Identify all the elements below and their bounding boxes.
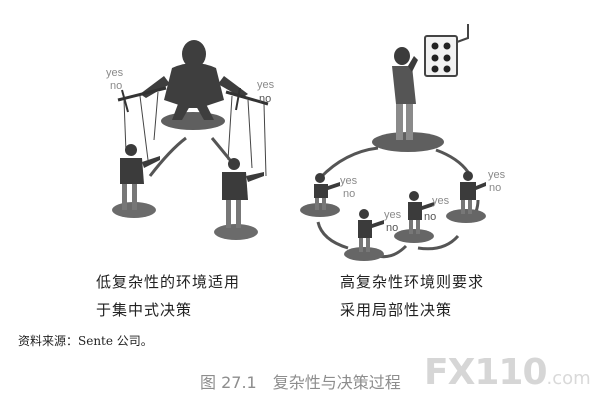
left-caption: 低复杂性的环境适用 于集中式决策 — [96, 268, 240, 324]
no-label: no — [110, 80, 122, 92]
no-label: no — [259, 93, 271, 105]
network-links — [316, 146, 480, 259]
yes-label: yes — [257, 79, 275, 91]
puppet-master-illustration: yes no yes no — [106, 40, 275, 240]
no-label: no — [386, 222, 398, 234]
right-caption: 高复杂性环境则要求 采用局部性决策 — [340, 268, 484, 324]
master-platform — [161, 112, 225, 130]
no-label: no — [343, 188, 355, 200]
yes-label: yes — [432, 195, 450, 207]
control-panel-icon — [424, 24, 469, 77]
watermark-brand: FX110 — [424, 352, 547, 393]
puppet-figure-icon — [214, 158, 264, 240]
puppet-strings — [123, 91, 267, 177]
local-decision-figure-icon — [300, 173, 340, 217]
right-caption-line: 采用局部性决策 — [340, 301, 453, 319]
central-platform — [372, 132, 444, 152]
yes-label: yes — [106, 67, 124, 79]
right-caption-line: 高复杂性环境则要求 — [340, 273, 485, 291]
figure-caption: 图 27.1 复杂性与决策过程 — [200, 369, 417, 393]
local-decision-figure-icon — [344, 209, 384, 261]
central-figure-icon — [392, 47, 418, 140]
link-curve — [148, 136, 187, 177]
left-caption-line: 于集中式决策 — [96, 301, 193, 319]
left-control-bar — [117, 86, 167, 102]
local-decision-figure-icon — [394, 191, 434, 243]
watermark-domain: .com — [546, 368, 591, 389]
no-label: no — [489, 182, 501, 194]
figure-title: 复杂性与决策过程 — [272, 373, 401, 392]
link-curve — [210, 137, 232, 161]
yes-label: yes — [488, 169, 506, 181]
network-illustration: yes no yes no yes no yes no — [300, 24, 506, 261]
yes-label: yes — [340, 175, 358, 187]
watermark-logo: FX110.com — [424, 352, 591, 393]
left-caption-line: 低复杂性的环境适用 — [96, 273, 241, 291]
yes-label: yes — [384, 209, 402, 221]
master-figure-icon — [140, 40, 248, 120]
source-note: 资料来源：Sente 公司。 — [18, 334, 153, 348]
figure-number: 图 27.1 — [200, 373, 257, 392]
no-label: no — [424, 211, 436, 223]
local-decision-figure-icon — [446, 171, 486, 223]
right-control-bar — [225, 90, 269, 106]
puppet-figure-icon — [112, 144, 160, 218]
